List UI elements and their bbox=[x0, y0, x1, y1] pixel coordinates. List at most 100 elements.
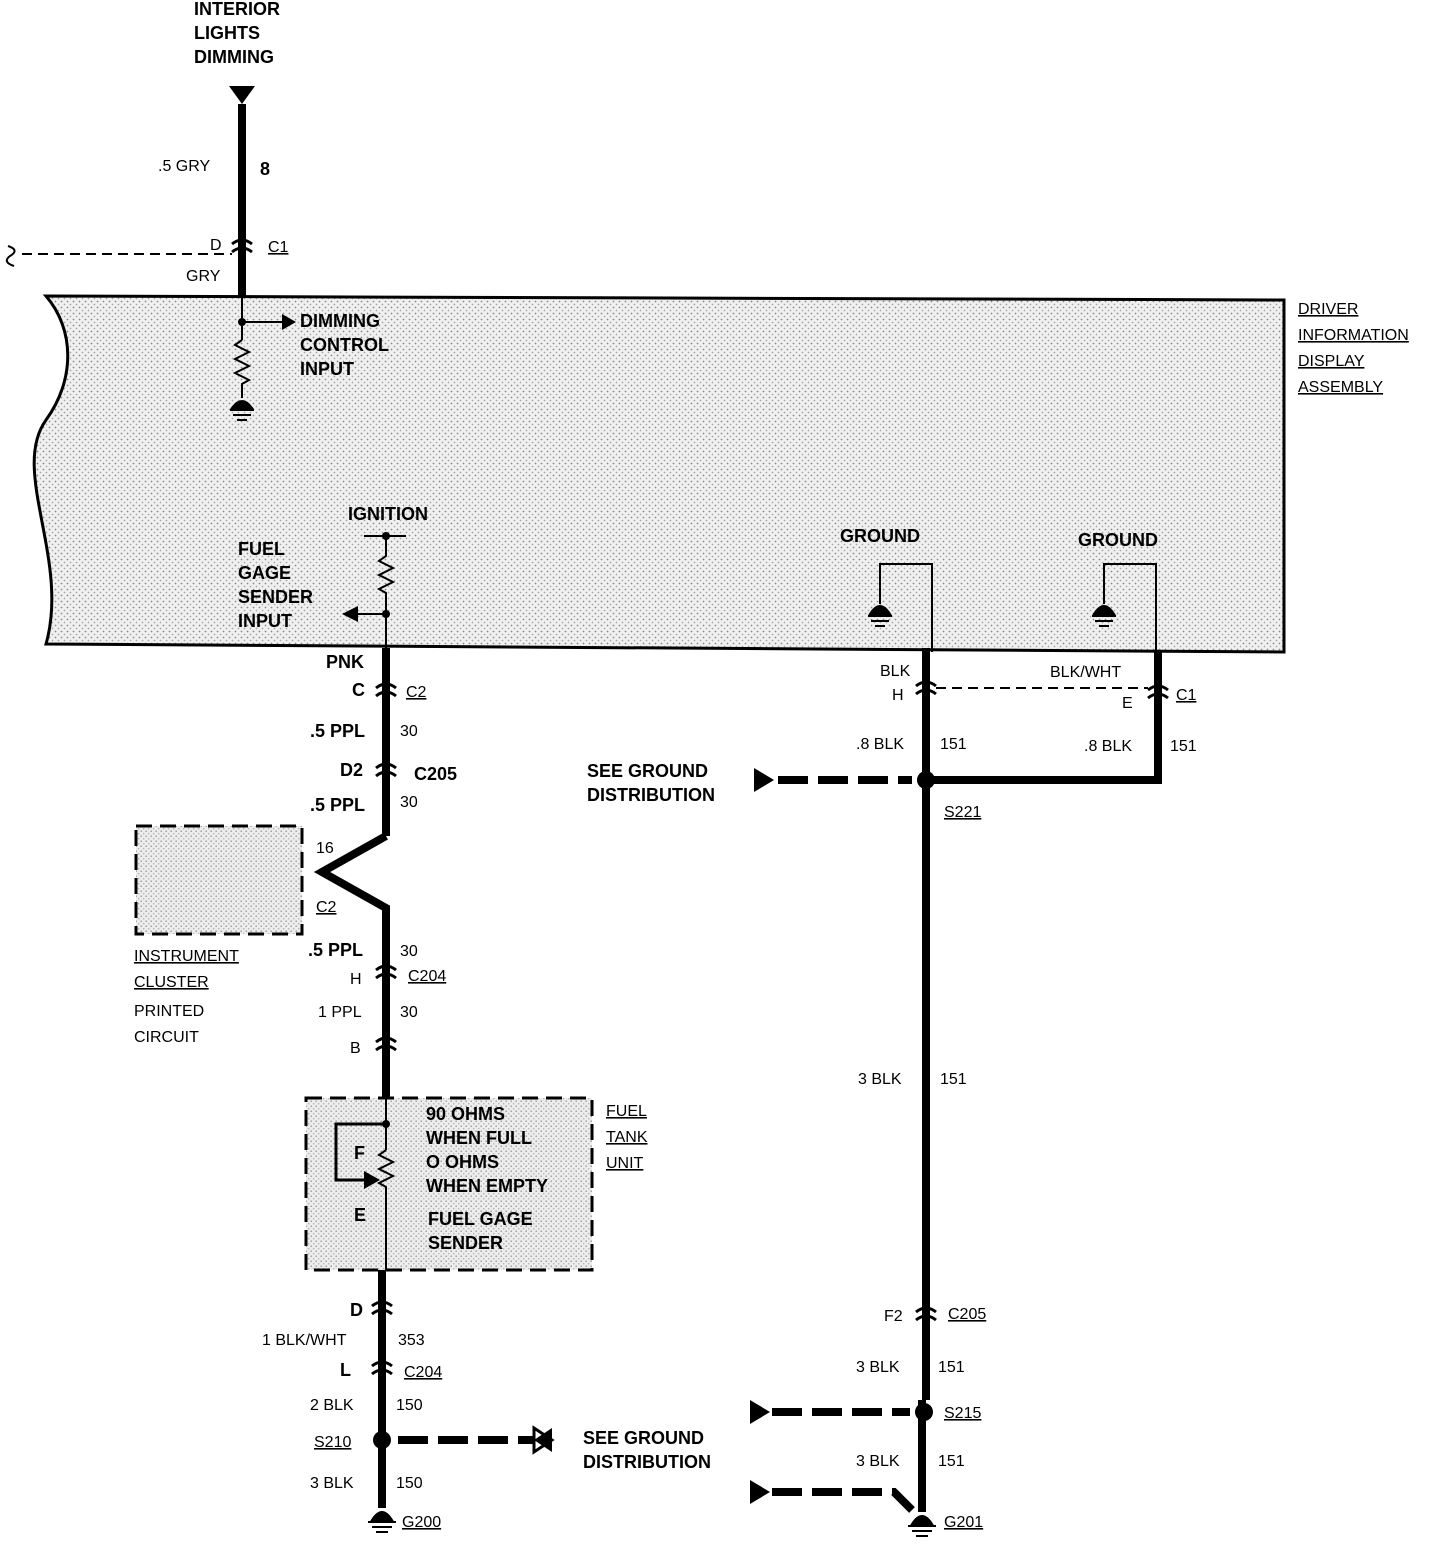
connector-c2-c bbox=[375, 682, 397, 698]
connector-c205-f2-name: C205 bbox=[948, 1306, 986, 1323]
ground-label-1: GROUND bbox=[840, 526, 920, 546]
splice-s215-label: S215 bbox=[944, 1405, 981, 1422]
ground-symbol-2-icon bbox=[1092, 605, 1116, 627]
see-ground-arrow-upper-icon bbox=[754, 768, 774, 792]
splice-s210-dot bbox=[373, 1431, 391, 1449]
sender-empty-mark: E bbox=[354, 1205, 366, 1225]
connector-d bbox=[371, 1300, 393, 1316]
wire-label-ppl-1-size: .5 PPL bbox=[310, 721, 365, 741]
see-ground-upper-1: SEE GROUND bbox=[587, 761, 708, 781]
assembly-label-3: DISPLAY bbox=[1298, 353, 1365, 370]
connector-c1-d bbox=[231, 238, 253, 254]
ground-g200-icon bbox=[368, 1511, 396, 1533]
connector-c1-pin-d: D bbox=[210, 237, 222, 254]
splice-s215-dot bbox=[915, 1403, 933, 1421]
connector-c204-l-name: C204 bbox=[404, 1364, 442, 1381]
instrument-cluster-box bbox=[134, 824, 304, 936]
connector-c1-name: C1 bbox=[268, 239, 289, 256]
fuel-input-label-1: FUEL bbox=[238, 539, 285, 559]
ground-dist-dash-g201 bbox=[772, 1488, 915, 1513]
see-ground-upper-2: DISTRIBUTION bbox=[587, 785, 715, 805]
wire-label-blk-inner: BLK bbox=[880, 663, 911, 680]
ignition-label: IGNITION bbox=[348, 504, 428, 524]
connector-b-pin: B bbox=[350, 1040, 361, 1057]
cluster-connector: C2 bbox=[316, 899, 337, 916]
assembly-label-1: DRIVER bbox=[1298, 301, 1358, 318]
wire-label-ppl-2-size: .5 PPL bbox=[310, 795, 365, 815]
feed-label-3: DIMMING bbox=[194, 47, 274, 67]
ground-loop-2 bbox=[1103, 563, 1157, 652]
connector-b bbox=[375, 1036, 397, 1052]
assembly-box bbox=[32, 294, 1286, 654]
fuel-input-label-3: SENDER bbox=[238, 587, 313, 607]
feed-label-1: INTERIOR bbox=[194, 0, 280, 19]
wire-label-blk-wht-size: 1 BLK/WHT bbox=[262, 1332, 347, 1349]
connector-c204-h-pin: H bbox=[350, 971, 362, 988]
sender-full-mark: F bbox=[354, 1143, 365, 1163]
tank-unit-label-2: TANK bbox=[606, 1129, 648, 1146]
wire-label-gry-circuit: 8 bbox=[260, 159, 270, 179]
resistor-dimming-icon bbox=[232, 339, 252, 398]
wire-label-blk-151-a-circuit: 151 bbox=[940, 736, 967, 753]
connector-c205-d2 bbox=[375, 762, 397, 778]
connector-c205-name: C205 bbox=[414, 764, 457, 784]
dimming-label-3: INPUT bbox=[300, 359, 354, 379]
wire-label-blk-wht-circuit: 353 bbox=[398, 1332, 425, 1349]
ground-g200-label: G200 bbox=[402, 1514, 441, 1531]
see-ground-arrow-s215-icon bbox=[750, 1400, 770, 1424]
wire-label-ppl-1-circuit: 30 bbox=[400, 723, 418, 740]
see-ground-lower-2: DISTRIBUTION bbox=[583, 1452, 711, 1472]
wire-label-blk-151-a-size: .8 BLK bbox=[856, 736, 904, 753]
dimming-label-1: DIMMING bbox=[300, 311, 380, 331]
sender-label-6: SENDER bbox=[428, 1233, 503, 1253]
connector-c204-h bbox=[375, 964, 397, 980]
wire-label-ppl-4-circuit: 30 bbox=[400, 1004, 418, 1021]
wire-label-blk-151-b-size: .8 BLK bbox=[1084, 738, 1132, 755]
resistor-ignition-icon bbox=[376, 536, 396, 648]
wire-label-blk-150-b-circuit: 150 bbox=[396, 1475, 423, 1492]
wire-label-ppl-2-circuit: 30 bbox=[400, 794, 418, 811]
wire-label-blk-wht-inner: BLK/WHT bbox=[1050, 664, 1121, 681]
cluster-pin: 16 bbox=[316, 840, 334, 857]
sender-label-3: O OHMS bbox=[426, 1152, 499, 1172]
cluster-label-3: PRINTED bbox=[134, 1003, 204, 1020]
wire-label-ppl-4-size: 1 PPL bbox=[318, 1004, 362, 1021]
connector-d-pin: D bbox=[350, 1300, 363, 1320]
wire-label-pnk: PNK bbox=[326, 652, 364, 672]
resistor-sender-icon bbox=[376, 1149, 396, 1270]
connector-c205-pin: D2 bbox=[340, 760, 363, 780]
ground-symbol-1-icon bbox=[868, 605, 892, 627]
wire-label-blk-151-d-circuit: 151 bbox=[938, 1359, 965, 1376]
sender-label-2: WHEN FULL bbox=[426, 1128, 532, 1148]
wire-cluster-jog bbox=[313, 832, 390, 1100]
cluster-label-2: CLUSTER bbox=[134, 974, 209, 991]
tank-unit-label-1: FUEL bbox=[606, 1103, 647, 1120]
wire-label-blk-150-b-size: 3 BLK bbox=[310, 1475, 354, 1492]
wire-label-blk-151-d-size: 3 BLK bbox=[856, 1359, 900, 1376]
connector-c2-pin: C bbox=[352, 680, 365, 700]
feed-arrow-icon bbox=[229, 86, 255, 104]
dimming-label-2: CONTROL bbox=[300, 335, 389, 355]
wire-label-blk-150-a-size: 2 BLK bbox=[310, 1397, 354, 1414]
ground-label-2: GROUND bbox=[1078, 530, 1158, 550]
wire-label-blk-150-a-circuit: 150 bbox=[396, 1397, 423, 1414]
ground-g201-icon bbox=[908, 1515, 936, 1537]
cluster-label-4: CIRCUIT bbox=[134, 1029, 199, 1046]
wire-label-gry-inner: GRY bbox=[186, 268, 221, 285]
fuel-tank-unit-box bbox=[304, 1096, 594, 1272]
sender-wiper bbox=[334, 1122, 386, 1182]
see-ground-arrow-g201-icon bbox=[750, 1480, 770, 1504]
assembly-label-4: ASSEMBLY bbox=[1298, 379, 1383, 396]
connector-c204-l-pin: L bbox=[340, 1360, 351, 1380]
connector-c1-e-pin: E bbox=[1122, 695, 1133, 712]
wire-label-blk-151-e-circuit: 151 bbox=[938, 1453, 965, 1470]
wire-label-ppl-3-size: .5 PPL bbox=[308, 940, 363, 960]
cluster-label-1: INSTRUMENT bbox=[134, 948, 239, 965]
splice-s221-label: S221 bbox=[944, 804, 981, 821]
sender-label-4: WHEN EMPTY bbox=[426, 1176, 548, 1196]
connector-c1-h-pin: H bbox=[892, 687, 904, 704]
feed-label-2: LIGHTS bbox=[194, 23, 260, 43]
wiper-arrow-icon bbox=[364, 1171, 380, 1189]
splice-s221-dot bbox=[917, 771, 935, 789]
